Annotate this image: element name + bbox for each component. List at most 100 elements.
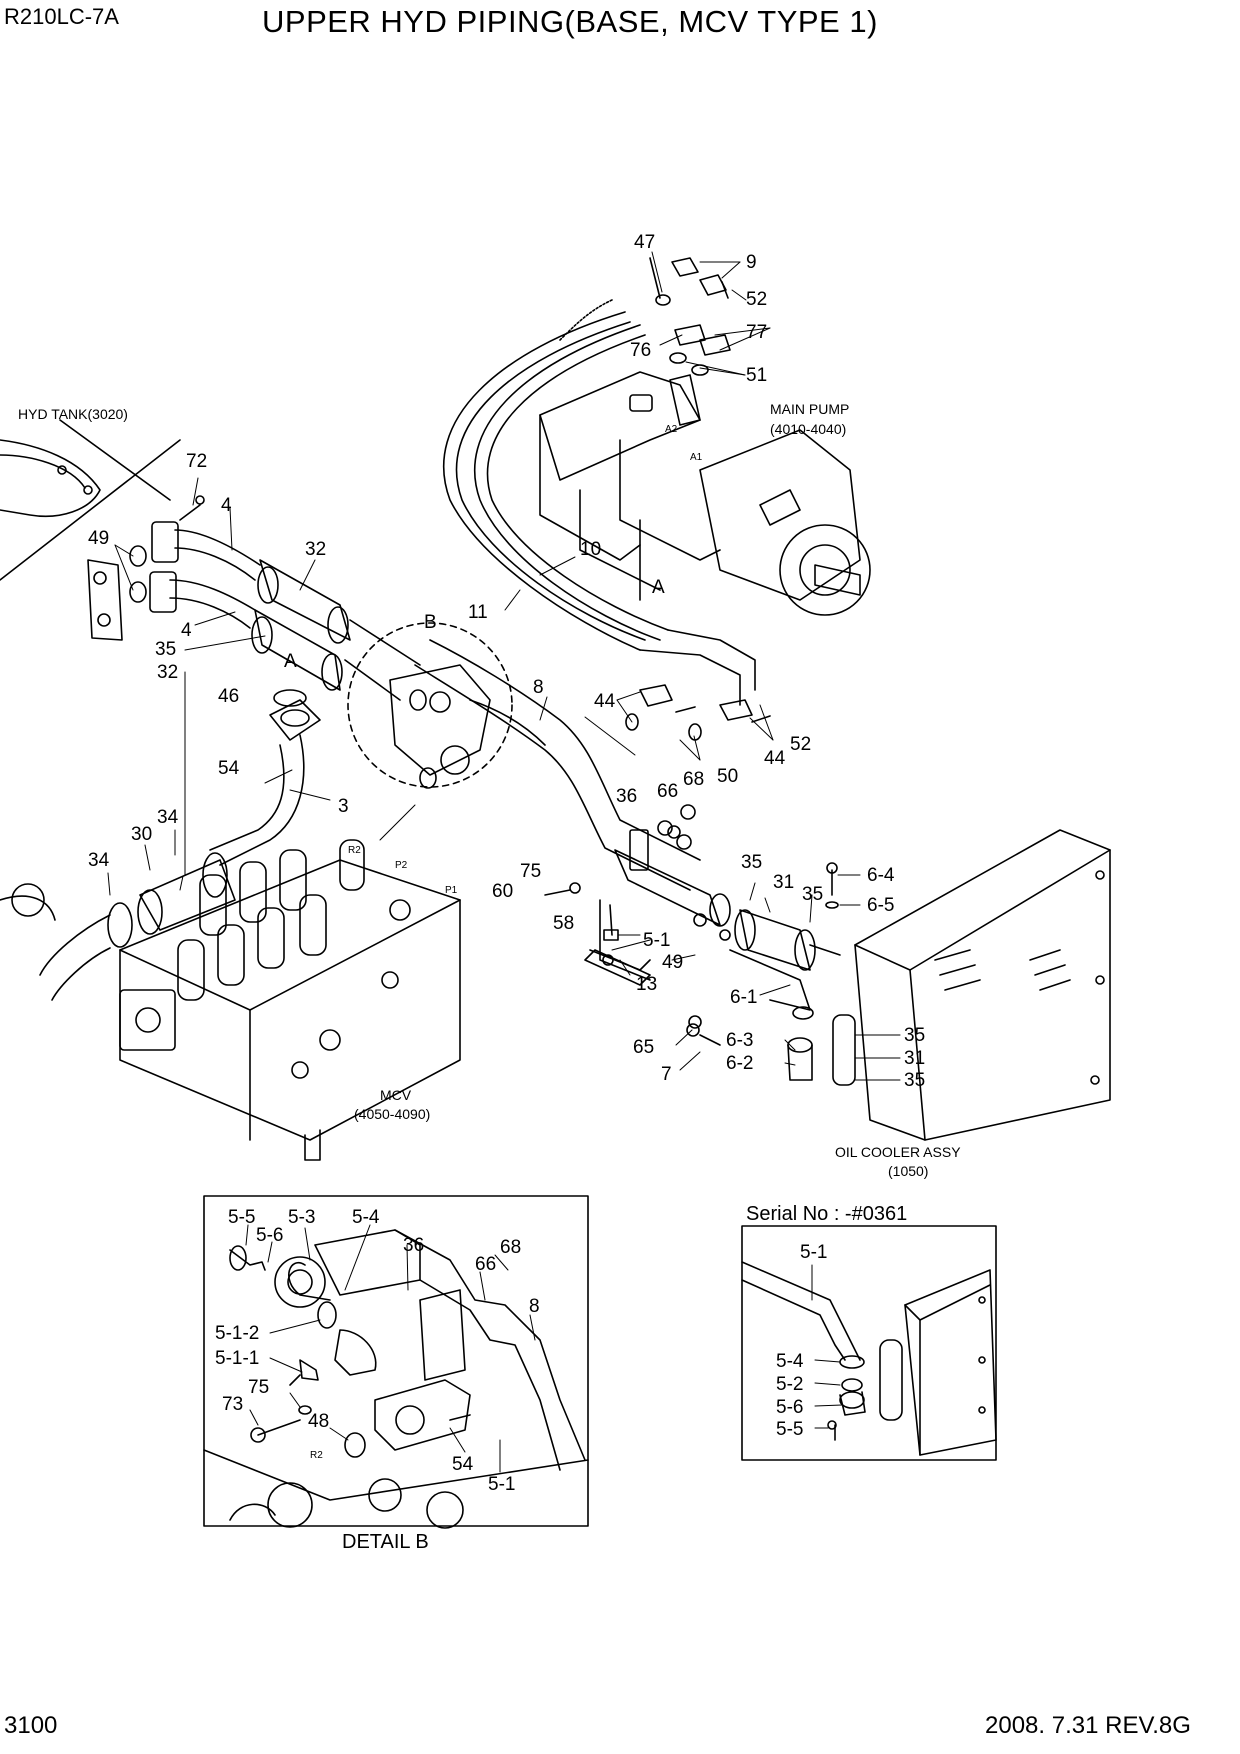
- callout: 8: [533, 677, 544, 698]
- callout: 52: [746, 289, 767, 310]
- callout: 5-3: [288, 1207, 315, 1228]
- callout: 36: [616, 786, 637, 807]
- serial-inset-drawing: [741, 1261, 997, 1456]
- callouts-detail-b: 5-5 5-3 5-6 5-4 36 68 66 8 5-1-2 5-1-1 7…: [215, 1207, 540, 1495]
- callout: 31: [773, 872, 794, 893]
- callout: 6-3: [726, 1030, 753, 1051]
- pipe-3-drawing: [0, 689, 321, 1001]
- callout: 49: [88, 528, 109, 549]
- callout: 34: [157, 807, 179, 828]
- callout: 66: [475, 1254, 496, 1275]
- callout: 5-4: [776, 1351, 804, 1372]
- oil-cooler-drawing: [832, 829, 1111, 1141]
- callout: 76: [630, 340, 651, 361]
- view-mark-b: B: [424, 612, 437, 633]
- port-p1: P1: [445, 885, 458, 896]
- model-code: R210LC-7A: [4, 4, 119, 29]
- hose-end-fittings-drawing: [625, 684, 771, 741]
- view-mark-a2: A2: [665, 424, 678, 435]
- detail-b-drawing: [203, 1229, 589, 1529]
- callout: 5-5: [228, 1207, 255, 1228]
- callout: 5-6: [776, 1397, 803, 1418]
- b-block-drawing: [389, 664, 491, 789]
- callout: 31: [904, 1048, 925, 1069]
- detail-b-frame: [203, 1195, 589, 1527]
- callout: 68: [683, 769, 704, 790]
- hyd-tank-label: HYD TANK(3020): [18, 406, 128, 422]
- detail-b-marker: [347, 622, 513, 788]
- port-r2: R2: [348, 845, 361, 856]
- callout: 5-1: [643, 930, 670, 951]
- callout: 73: [222, 1394, 243, 1415]
- hyd-tank-drawing: [0, 419, 181, 581]
- callout: 35: [741, 852, 762, 873]
- small-hardware-drawing: [688, 862, 839, 1029]
- serial-inset-leaders: [811, 1264, 843, 1429]
- callout: 5-1: [488, 1474, 515, 1495]
- callout: 65: [633, 1037, 654, 1058]
- callout: 54: [218, 758, 240, 779]
- view-mark-a-pump: A: [652, 577, 665, 598]
- suction-pipes-drawing: [149, 495, 421, 701]
- callout: 6-2: [726, 1053, 753, 1074]
- page-number: 3100: [4, 1712, 58, 1739]
- main-pump-label: MAIN PUMP: [770, 401, 849, 417]
- callout: 5-1-2: [215, 1323, 259, 1344]
- revision-date: 2008. 7.31 REV.8G: [985, 1712, 1191, 1739]
- pump-fittings-drawing: [649, 257, 731, 376]
- callout: 48: [308, 1411, 329, 1432]
- callout: 66: [657, 781, 678, 802]
- callout: 5-6: [256, 1225, 283, 1246]
- port-p2: P2: [395, 860, 408, 871]
- callout: 51: [746, 365, 767, 386]
- callout: 6-5: [867, 895, 894, 916]
- view-mark-a1: A1: [690, 452, 703, 463]
- callout: 75: [248, 1377, 269, 1398]
- detail-b-caption: DETAIL B: [342, 1531, 429, 1553]
- hoses-10-11-drawing: [443, 299, 756, 706]
- mcv-label: MCV: [380, 1087, 412, 1103]
- callout: 7: [661, 1064, 672, 1085]
- leader-lines-main: [107, 251, 901, 1081]
- callout: 5-5: [776, 1419, 803, 1440]
- serial-inset-title: Serial No : -#0361: [746, 1203, 907, 1225]
- callout: 35: [802, 884, 823, 905]
- pipe-36-drawing: [589, 820, 731, 981]
- callout: 3: [338, 796, 349, 817]
- callout: 35: [155, 639, 176, 660]
- port-r2-detail: R2: [310, 1450, 323, 1461]
- oil-cooler-label: OIL COOLER ASSY: [835, 1144, 961, 1160]
- callout: 47: [634, 232, 655, 253]
- callout: 8: [529, 1296, 540, 1317]
- callout: 11: [468, 602, 488, 623]
- callout: 4: [221, 495, 232, 516]
- callout: 46: [218, 686, 239, 707]
- mcv-ref: (4050-4090): [354, 1106, 430, 1122]
- callout: 35: [904, 1025, 925, 1046]
- oil-cooler-ref: (1050): [888, 1163, 928, 1179]
- callout: 54: [452, 1454, 474, 1475]
- callout: 4: [181, 620, 192, 641]
- callout: 6-1: [730, 987, 757, 1008]
- callout: 77: [746, 322, 767, 343]
- callout: 5-1-1: [215, 1348, 259, 1369]
- callout: 32: [305, 539, 326, 560]
- callout: 5-2: [776, 1374, 803, 1395]
- serial-inset-frame: [741, 1225, 997, 1461]
- callout: 44: [764, 748, 786, 769]
- callout: 34: [88, 850, 110, 871]
- callout: 68: [500, 1237, 521, 1258]
- callout: 6-4: [867, 865, 895, 886]
- callout: 44: [594, 691, 616, 712]
- hose-31-drawing: [693, 909, 841, 971]
- callout: 75: [520, 861, 541, 882]
- view-mark-a-pipe: A: [284, 651, 297, 672]
- callout: 49: [662, 952, 683, 973]
- callout: 9: [746, 252, 757, 273]
- callout: 32: [157, 662, 178, 683]
- page-title: UPPER HYD PIPING(BASE, MCV TYPE 1): [262, 4, 878, 39]
- callout: 50: [717, 766, 738, 787]
- callout: 13: [636, 974, 657, 995]
- callout: 35: [904, 1070, 925, 1091]
